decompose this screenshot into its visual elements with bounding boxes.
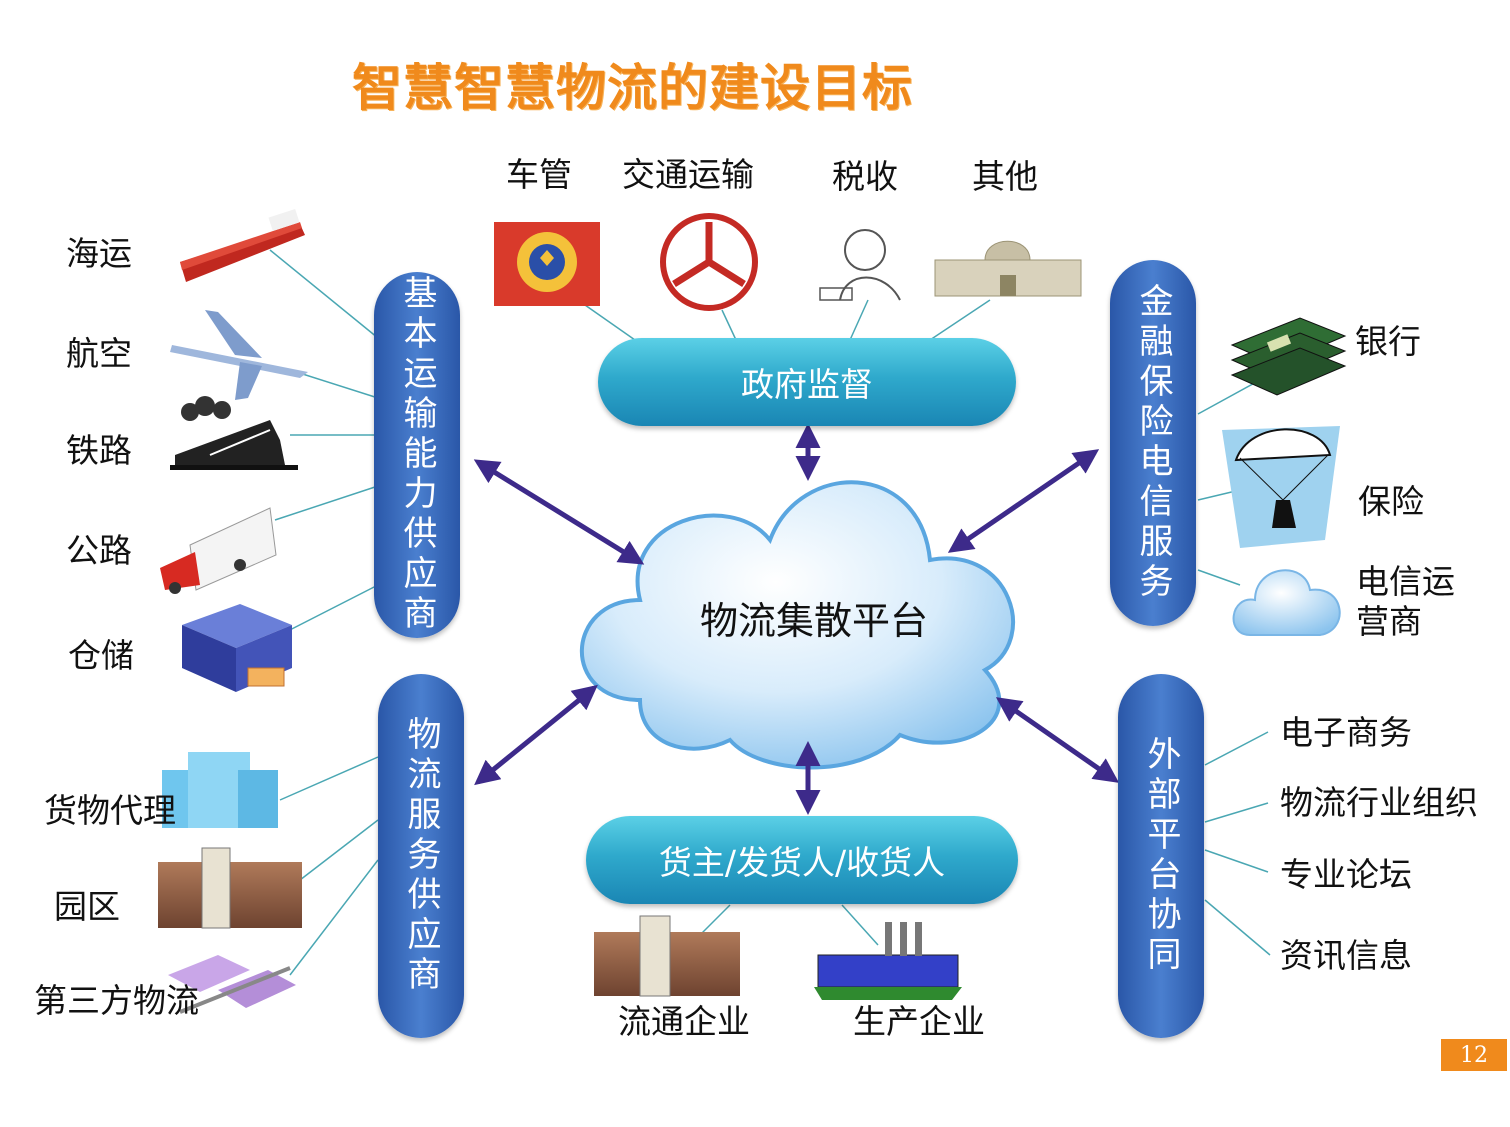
logistics-item-park: 园区 [54,887,120,926]
gov-item-other: 其他 [972,157,1038,196]
gov-supervision-label: 政府监督 [741,365,873,404]
gov-item-tax: 税收 [832,157,898,196]
external-item-industry-org: 物流行业组织 [1280,783,1478,822]
logistics-platform-label: 物流集散平台 [700,599,929,643]
parachute-insurance-icon [1222,426,1340,548]
office-building-icon [162,752,278,828]
gov-item-transport: 交通运输 [622,155,754,194]
external-platform-node: 外部平台协同 [1118,674,1204,1038]
telecom-cloud-icon [1232,569,1341,636]
transport-item-sea: 海运 [66,234,132,273]
finance-service-label: 金融保险电信服务 [1133,283,1173,603]
shipper-label: 货主/发货人/收货人 [658,843,946,882]
tax-officer-icon [819,229,901,301]
gov-supervision-node: 政府监督 [598,338,1016,426]
transport-logo-icon [660,213,758,311]
page-title: 智慧智慧物流的建设目标 [352,59,913,117]
government-building-icon [934,240,1082,297]
transport-item-storage: 仓储 [68,636,134,675]
external-item-forum: 专业论坛 [1280,855,1412,894]
finance-item-insurance: 保险 [1358,482,1424,521]
logistics-item-freight-agent: 货物代理 [44,791,176,830]
ship-icon [180,209,305,282]
third-party-logistics-icon [168,955,296,1014]
train-icon [170,396,298,470]
money-stack-icon [1230,317,1347,396]
shipper-item-production: 生产企业 [853,1002,985,1041]
finance-item-bank: 银行 [1355,322,1421,361]
logistics-item-3pl: 第三方物流 [34,981,199,1020]
external-platform-label: 外部平台协同 [1141,736,1181,976]
finance-service-node: 金融保险电信服务 [1110,260,1196,626]
gov-item-vehicle: 车管 [506,155,572,194]
transport-item-road: 公路 [66,531,132,570]
transport-item-rail: 铁路 [66,431,132,470]
transport-supplier-label: 基本运输能力供应商 [397,275,437,635]
logistics-service-label: 物流服务供应商 [401,716,441,996]
warehouse-icon [182,604,292,692]
finance-item-telecom: 电信运营商 [1356,562,1455,641]
truck-icon [160,507,277,594]
page-number: 12 [1441,1039,1507,1071]
industrial-park-icon [158,847,302,929]
external-item-ecommerce: 电子商务 [1280,713,1412,752]
logistics-service-node: 物流服务供应商 [378,674,464,1038]
shipper-node: 货主/发货人/收货人 [586,816,1018,904]
arrows [473,423,1120,815]
airplane-icon [170,310,308,400]
transport-item-air: 航空 [66,334,132,373]
transport-supplier-node: 基本运输能力供应商 [374,272,460,638]
central-cloud [579,480,1015,770]
factory-icon [814,922,962,1000]
police-badge-icon [494,222,600,306]
external-item-news: 资讯信息 [1280,936,1412,975]
distribution-enterprise-icon [594,915,740,997]
shipper-item-distribution: 流通企业 [618,1002,750,1041]
